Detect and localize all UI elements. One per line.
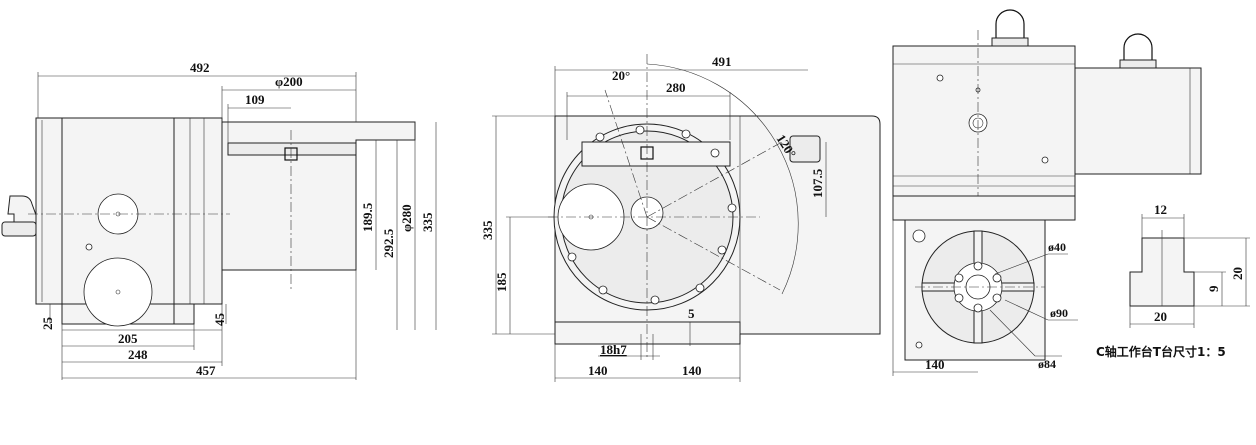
dim-280-front: 280 bbox=[666, 80, 686, 95]
dim-20-deg: 20° bbox=[612, 68, 630, 83]
dim-140-top: 140 bbox=[925, 357, 945, 372]
dim-335-side: 335 bbox=[420, 212, 435, 232]
angle-arc bbox=[646, 63, 799, 295]
dim-185: 185 bbox=[494, 272, 509, 292]
motor-connector bbox=[1, 221, 37, 237]
dim-12: 12 bbox=[1154, 202, 1167, 217]
dim-107-5: 107.5 bbox=[810, 168, 825, 198]
front-view: 491 20° 280 120° 107.5 335 185 5 18h7 14… bbox=[480, 54, 881, 382]
t-slot-caption: C轴工作台T台尺寸1：5 bbox=[1096, 344, 1226, 359]
dim-phi200: φ200 bbox=[275, 74, 303, 89]
dim-109: 109 bbox=[245, 92, 265, 107]
side-view: 492 φ200 109 189.5 292.5 φ280 335 25 45 … bbox=[1, 60, 437, 380]
dim-189-5: 189.5 bbox=[360, 202, 375, 232]
dim-25: 25 bbox=[40, 317, 55, 331]
dim-457: 457 bbox=[196, 363, 216, 378]
dim-492: 492 bbox=[190, 60, 210, 75]
dim-o90: ø90 bbox=[1050, 306, 1068, 320]
top-view: ø40 ø90 ø84 140 bbox=[892, 9, 1202, 376]
lifting-eye-2 bbox=[1123, 33, 1153, 66]
dim-491: 491 bbox=[712, 54, 732, 69]
front-base bbox=[554, 321, 741, 345]
dim-140-left: 140 bbox=[588, 363, 608, 378]
end-plate bbox=[35, 117, 63, 305]
t-slot-bar bbox=[581, 141, 731, 167]
side-connector bbox=[789, 135, 821, 163]
dim-292-5: 292.5 bbox=[381, 228, 396, 258]
dim-phi280: φ280 bbox=[399, 204, 414, 232]
dim-140-right: 140 bbox=[682, 363, 702, 378]
dim-18h7: 18h7 bbox=[600, 342, 627, 357]
dim-20-horizontal: 20 bbox=[1154, 309, 1167, 324]
dim-5: 5 bbox=[688, 306, 695, 321]
rotary-body bbox=[173, 117, 223, 305]
t-slot-detail: 12 20 9 20 C轴工作台T台尺寸1：5 bbox=[1096, 202, 1250, 359]
top-motor bbox=[1074, 67, 1202, 175]
lifting-eye-1 bbox=[995, 9, 1025, 46]
dim-335-front: 335 bbox=[480, 220, 495, 240]
dim-248: 248 bbox=[128, 347, 148, 362]
dim-205: 205 bbox=[118, 331, 138, 346]
side-port-lower bbox=[83, 257, 153, 327]
t-slot-section bbox=[227, 142, 357, 156]
dim-20-vertical: 20 bbox=[1230, 267, 1245, 280]
dim-o84: ø84 bbox=[1038, 357, 1056, 371]
dim-9: 9 bbox=[1206, 285, 1221, 292]
dim-45: 45 bbox=[212, 313, 227, 327]
dim-o40: ø40 bbox=[1048, 240, 1066, 254]
